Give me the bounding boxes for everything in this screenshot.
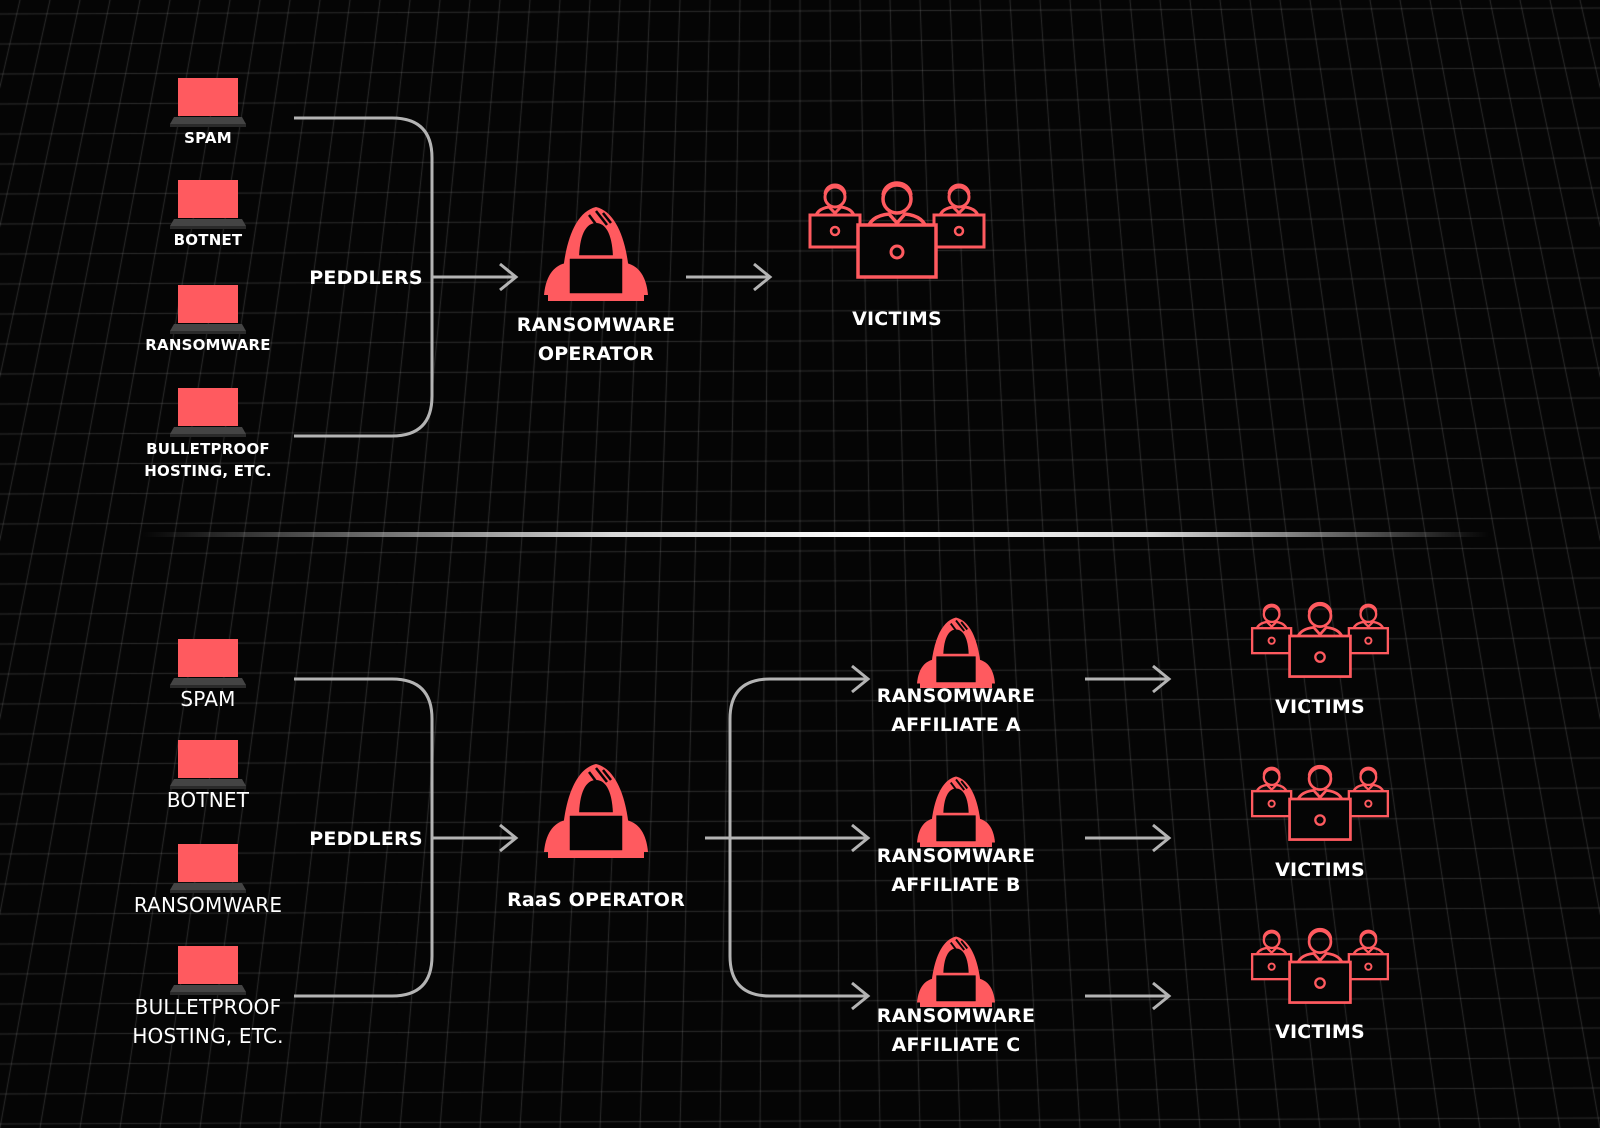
service-label-bulletproof-hosting: BULLETPROOF HOSTING, ETC. [144, 440, 272, 480]
laptop-icon [170, 946, 246, 995]
service-label-spam: SPAM [180, 687, 236, 711]
victims-label: VICTIMS [1275, 859, 1365, 881]
service-label-botnet: BOTNET [166, 788, 250, 812]
affiliate-label-c: RANSOMWARE AFFILIATE C [876, 1005, 1036, 1056]
hooded-hacker-icon [915, 616, 997, 690]
hooded-hacker-icon [542, 762, 650, 860]
service-label-botnet: BOTNET [173, 231, 243, 249]
victims-group-icon [1252, 929, 1388, 1002]
victims-label: VICTIMS [1275, 696, 1365, 718]
arrow-to-operator [430, 262, 518, 292]
laptop-icon [170, 78, 246, 127]
laptop-icon [170, 180, 246, 229]
section-divider [140, 532, 1490, 537]
affiliate-label-b: RANSOMWARE AFFILIATE B [876, 845, 1036, 896]
bottom-diagram [170, 603, 1388, 1011]
victims-group-icon [1252, 603, 1388, 676]
hooded-hacker-icon [915, 775, 997, 849]
victims-group-icon [810, 183, 984, 277]
arrow-to-victims [1083, 664, 1171, 694]
service-label-bulletproof-hosting: BULLETPROOF HOSTING, ETC. [132, 995, 284, 1048]
laptop-icon [170, 844, 246, 893]
operator-label: RANSOMWARE OPERATOR [516, 314, 676, 365]
top-diagram [170, 78, 984, 438]
service-label-spam: SPAM [184, 129, 232, 147]
hooded-hacker-icon [542, 205, 650, 303]
service-label-ransomware: RANSOMWARE [133, 893, 283, 917]
service-label-ransomware: RANSOMWARE [145, 336, 271, 354]
victims-label: VICTIMS [852, 308, 942, 330]
laptop-icon [170, 285, 246, 334]
victims-group-icon [1252, 766, 1388, 839]
peddlers-label: PEDDLERS [309, 828, 423, 850]
laptop-icon [170, 639, 246, 688]
peddlers-label: PEDDLERS [309, 267, 423, 289]
arrow-to-victims [684, 262, 772, 292]
hooded-hacker-icon [915, 935, 997, 1009]
laptop-icon [170, 740, 246, 789]
raas-operator-label: RaaS OPERATOR [507, 889, 685, 911]
laptop-icon [170, 388, 246, 437]
arrow-to-victims [1083, 823, 1171, 853]
affiliate-label-a: RANSOMWARE AFFILIATE A [876, 685, 1036, 736]
arrow-to-victims [1083, 981, 1171, 1011]
affiliate-bracket [705, 677, 868, 998]
arrow-to-raas-operator [430, 823, 518, 853]
victims-label: VICTIMS [1275, 1021, 1365, 1043]
